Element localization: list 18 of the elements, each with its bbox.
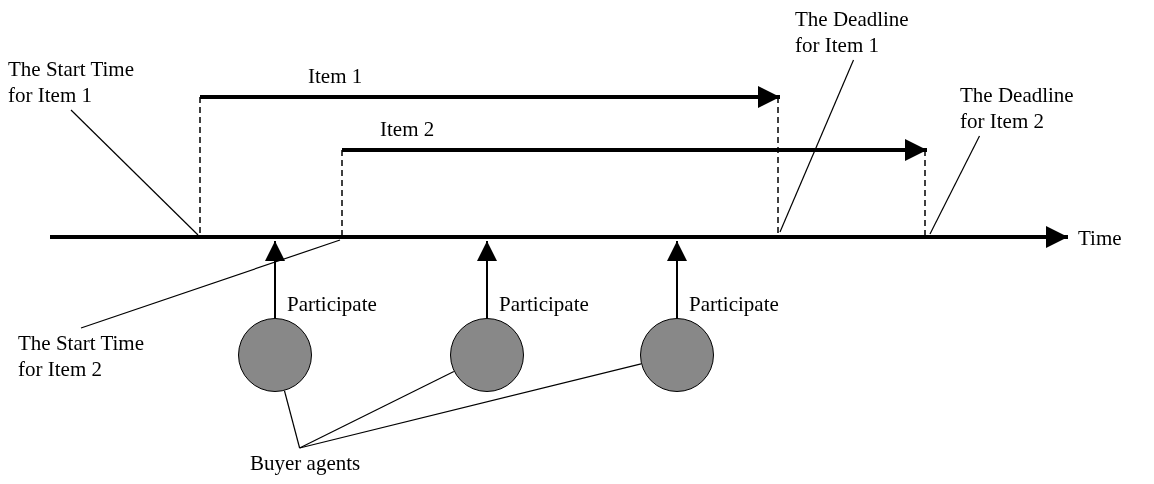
axis-label: Time bbox=[1078, 226, 1122, 250]
arrow bbox=[265, 240, 285, 319]
leader-line bbox=[283, 390, 301, 449]
item-label: Item 1 bbox=[308, 64, 363, 88]
arrow bbox=[477, 240, 497, 319]
leader-line bbox=[779, 59, 855, 233]
callout-text: Buyer agents bbox=[250, 450, 361, 476]
callout-text: The Deadline for Item 1 bbox=[795, 6, 910, 58]
callout-text: The Start Time for Item 2 bbox=[18, 330, 145, 382]
leader-line bbox=[929, 135, 981, 235]
leader-line bbox=[299, 363, 642, 449]
leader-line bbox=[70, 109, 199, 236]
callout-text: The Deadline for Item 2 bbox=[960, 82, 1075, 134]
leader-line bbox=[299, 370, 455, 449]
item-label: Item 2 bbox=[380, 117, 435, 141]
leader-line bbox=[80, 239, 341, 329]
arrow bbox=[667, 240, 687, 319]
callout-text: The Start Time for Item 1 bbox=[8, 56, 135, 108]
